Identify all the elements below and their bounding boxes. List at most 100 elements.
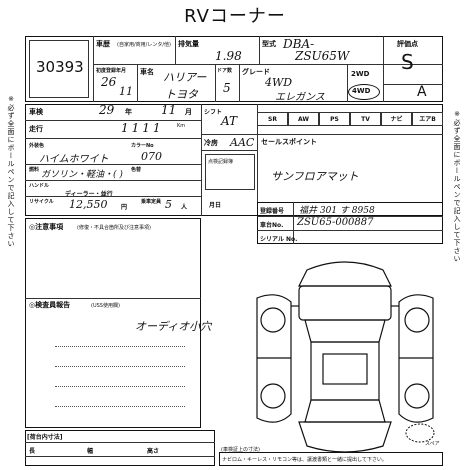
- rear-left-wheel: [260, 383, 286, 409]
- cargo-label: [荷台内寸法]: [27, 434, 63, 441]
- grade-value-1: 4WD: [265, 76, 293, 89]
- left-side-shape: [256, 294, 292, 423]
- lot-box: 30393: [29, 40, 89, 98]
- score-value: S: [401, 50, 414, 74]
- shaken-label: 車検: [29, 108, 43, 116]
- color-no-value: 070: [141, 150, 162, 163]
- grade-label: グレード: [242, 68, 270, 76]
- car-diagram: [256, 261, 434, 453]
- shaken-year: 29: [99, 103, 115, 117]
- date-label: 月日: [209, 202, 222, 209]
- car-name-2: トヨタ: [165, 88, 198, 101]
- right-side-shape: [398, 294, 434, 423]
- recycle-value: 12,550: [69, 198, 108, 211]
- drive-2wd: 2WD: [351, 70, 370, 78]
- drive-circle: [348, 84, 380, 100]
- front-right-wheel: [404, 307, 430, 333]
- first-reg-month: 11: [119, 85, 133, 98]
- shaken-year-unit: 年: [125, 108, 132, 116]
- grade-value-2: エレガンス: [275, 92, 325, 103]
- inspection-label: 点検記録簿: [208, 159, 234, 165]
- shaken-month-unit: 月: [185, 108, 192, 116]
- rear-window-shape: [304, 399, 386, 423]
- equipment-5: エアB: [412, 112, 443, 126]
- caution-sub: (修復・不具合箇所及び注意事項): [77, 225, 151, 231]
- score-label: 評価点: [397, 40, 418, 48]
- rear-bumper-shape: [298, 421, 392, 453]
- inspector-label: ◎検査員報告: [29, 301, 71, 309]
- chassis-label: 車台No.: [260, 222, 284, 229]
- recycle-unit: 円: [121, 204, 128, 211]
- shift-value: AT: [221, 114, 238, 128]
- colorchange-label: 色替: [131, 167, 142, 173]
- selling-points-text: サンフロアマット: [271, 170, 359, 183]
- fuel-value: ガソリン・軽油・( ): [41, 170, 123, 180]
- header-frame: [25, 36, 443, 102]
- car-name-label: 車名: [140, 68, 154, 76]
- selling-points-label: セールスポイント: [261, 138, 317, 146]
- mileage-value: 1111: [121, 121, 164, 135]
- notes-frame: [25, 218, 201, 428]
- inspector-text: オーディオ小穴: [135, 320, 212, 333]
- equipment-0: SR: [257, 112, 288, 126]
- spare-label: スペア: [425, 441, 440, 447]
- dimension-note: (車検証上の寸法): [221, 447, 260, 453]
- model-value-1: DBA-: [283, 37, 315, 51]
- model-value-2: ZSU65W: [295, 49, 350, 63]
- inspector-sub: (USS使用欄): [91, 303, 120, 309]
- reg-number-label: 登録番号: [260, 208, 285, 215]
- exterior-color-label: 外装色: [29, 143, 45, 149]
- aircon-label: 冷房: [204, 139, 218, 147]
- cargo-width-label: 幅: [87, 448, 94, 455]
- drive-4wd: 4WD: [352, 87, 371, 95]
- equipment-1: AW: [288, 112, 319, 126]
- shaken-month: 11: [161, 103, 177, 117]
- aircon-value: AAC: [230, 136, 255, 149]
- roof-shape: [310, 341, 380, 401]
- rear-right-wheel: [404, 383, 430, 409]
- equipment-3: TV: [350, 112, 381, 126]
- model-label: 型式: [262, 40, 276, 48]
- reg-number-value: 福井 301 す 8958: [299, 206, 375, 216]
- spare-tire-icon: [405, 423, 435, 443]
- exterior-color-value: ハイムホワイト: [39, 154, 109, 165]
- windshield-shape: [304, 319, 386, 343]
- inspection-box: 点検記録簿: [205, 154, 255, 190]
- cargo-frame: [25, 430, 215, 466]
- hood-shape: [298, 285, 392, 321]
- mileage-unit: Km: [177, 123, 186, 129]
- lot-number: 30393: [36, 58, 84, 76]
- legend-text: ナビロム・キーレス・リモコン等は、譲渡書類と一緒に提出して下さい。: [222, 457, 387, 463]
- seats-label: 乗車定員: [141, 199, 162, 205]
- recycle-label: リサイクル: [29, 199, 54, 205]
- cargo-length-label: 長: [29, 448, 36, 455]
- fuel-label: 燃料: [29, 167, 40, 173]
- front-left-wheel: [260, 307, 286, 333]
- chassis-value: ZSU65-000887: [297, 217, 374, 228]
- interior-score: A: [417, 84, 427, 100]
- equipment-4: ナビ: [381, 112, 412, 126]
- doors-label: ドア数: [217, 68, 233, 74]
- seats-unit: 人: [181, 204, 188, 211]
- displacement-value: 1.98: [215, 49, 242, 63]
- front-bumper-shape: [298, 261, 392, 287]
- registration-sub: (自家用/商用/レンタ/他): [117, 42, 171, 48]
- details-frame: [25, 104, 443, 216]
- handle-label: ハンドル: [29, 183, 50, 189]
- seats-value: 5: [165, 198, 172, 211]
- first-reg-year: 26: [101, 75, 117, 89]
- registration-label: 車歴: [96, 40, 110, 48]
- left-side-note: ※必ず全面にボールペンで記入して下さい: [7, 95, 15, 248]
- color-no-label: カラーNo: [131, 143, 154, 149]
- inspection-sheet: 30393 車歴 (自家用/商用/レンタ/他) 排気量 1.98 型式 DBA-…: [25, 36, 443, 466]
- first-reg-label: 初度登録年月: [96, 68, 127, 74]
- car-name-1: ハリアー: [163, 71, 207, 84]
- displacement-label: 排気量: [178, 40, 199, 48]
- cargo-height-label: 高さ: [147, 448, 160, 455]
- page-title: RVコーナー: [184, 6, 286, 27]
- right-side-note: ※必ず全面にボールペンで記入して下さい: [453, 110, 461, 263]
- legend-frame: [219, 452, 443, 466]
- sunroof-shape: [322, 353, 368, 385]
- caution-label: ◎注意事項: [29, 223, 64, 231]
